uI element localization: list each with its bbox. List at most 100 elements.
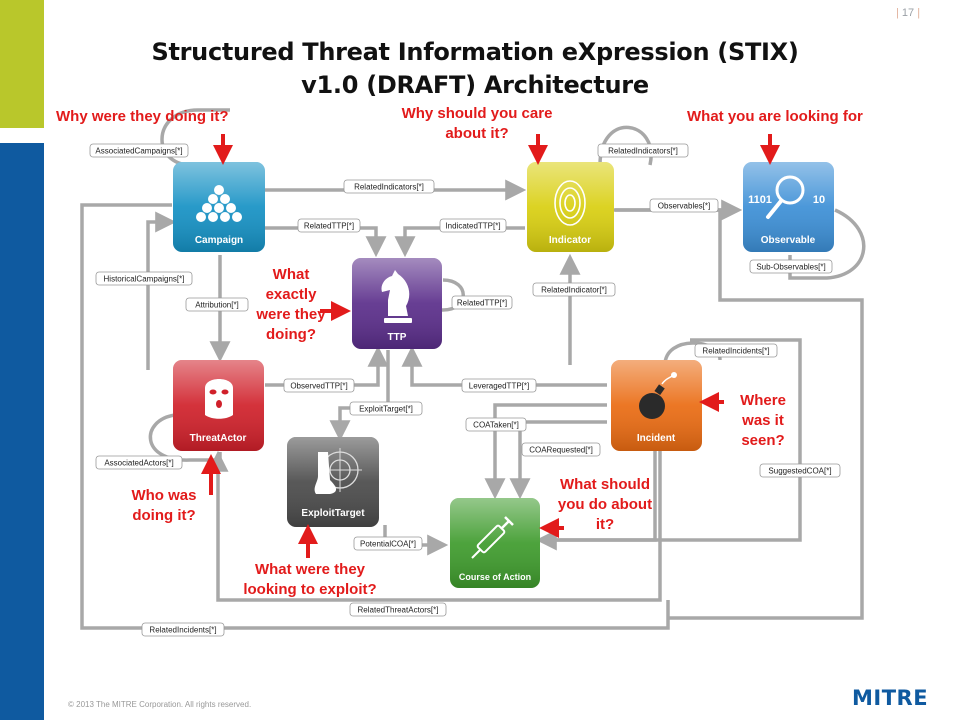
svg-text:AssociatedCampaigns[*]: AssociatedCampaigns[*] [95,147,182,156]
edge-label-related-ttp: RelatedTTP[*] [297,218,361,233]
fingerprint-icon [554,180,586,226]
edge-label-related-ttp-self: RelatedTTP[*] [451,295,513,310]
node-campaign: Campaign [173,162,265,252]
svg-text:COARequested[*]: COARequested[*] [529,446,593,455]
question-threat-actor: Who was doing it? [116,486,212,526]
chess-knight-icon [381,270,412,323]
balaclava-icon [205,379,233,419]
question-threat-actor-line-1: Who was [131,487,197,504]
edge-label-related-threat-actors: RelatedThreatActors[*] [349,602,447,617]
question-incident: Where was it seen? [728,391,798,451]
node-ttp: TTP [352,258,442,349]
question-indicator-line-2: about it? [445,125,509,142]
question-threat-actor-line-2: doing it? [132,507,196,524]
edge-label-exploit-target: ExploitTarget[*] [349,401,423,416]
question-ttp: What exactly were they doing? [236,265,346,345]
edge-label-associated-campaigns: AssociatedCampaigns[*] [89,143,189,158]
svg-text:SuggestedCOA[*]: SuggestedCOA[*] [768,467,831,476]
edge-label-related-indicators-top: RelatedIndicators[*] [597,143,689,158]
question-incident-line-3: seen? [741,432,785,449]
edge-label-historical-campaigns: HistoricalCampaigns[*] [95,271,193,286]
edge-label-related-indicators: RelatedIndicators[*] [343,179,435,194]
edge-label-leveraged-ttp: LeveragedTTP[*] [461,378,537,393]
edge-label-observables: Observables[*] [649,198,719,213]
bomb-icon [639,372,677,419]
node-course-of-action-label: Course of Action [459,572,531,582]
edge-sub-observables [788,208,866,280]
magnifier-icon: 1101 10 [748,175,825,219]
edge-label-related-indicator: RelatedIndicator[*] [532,282,616,297]
node-observable-label: Observable [761,235,816,246]
svg-text:ObservedTTP[*]: ObservedTTP[*] [290,382,347,391]
syringe-icon [471,516,514,559]
edge-label-suggested-coa: SuggestedCOA[*] [759,463,841,478]
node-incident-label: Incident [637,433,676,444]
edge-coa-taken [484,403,607,500]
edge-label-potential-coa: PotentialCOA[*] [353,536,423,551]
edge-label-indicated-ttp: IndicatedTTP[*] [439,218,507,233]
edge-label-group: AssociatedCampaigns[*] RelatedIndicators… [89,143,841,637]
edge-exploit-target [329,350,390,442]
page-title: Structured Threat Information eXpression… [90,36,860,102]
mitre-logo: MITRE [852,686,929,710]
question-coa-line-1: What should [560,476,650,493]
question-ttp-line-1: What [272,266,310,283]
svg-text:PotentialCOA[*]: PotentialCOA[*] [360,540,416,549]
question-pointer-arrows [201,134,780,558]
svg-text:ExploitTarget[*]: ExploitTarget[*] [359,405,413,414]
edge-leveraged-ttp [401,345,607,387]
edge-label-related-incidents-bottom: RelatedIncidents[*] [141,622,225,637]
question-course-of-action: What should you do about it? [540,475,670,535]
question-incident-line-1: Where [740,392,786,409]
question-exploit-line-1: What were they [254,561,366,578]
question-campaign: Why were they doing it? [56,108,229,125]
node-observable: 1101 10 Observable [743,162,834,252]
edge-related-threat-actors [207,450,662,602]
accent-bar-blue [0,143,44,720]
svg-text:RelatedIndicators[*]: RelatedIndicators[*] [608,147,678,156]
page-number: | 17 | [896,7,921,19]
node-exploit-target: ExploitTarget [287,437,379,527]
question-ttp-line-4: doing? [266,326,316,343]
svg-text:1101: 1101 [748,194,772,206]
node-campaign-label: Campaign [195,235,243,246]
node-group: Campaign Indicator 1101 10 Observable [173,162,834,588]
edge-label-sub-observables: Sub-Observables[*] [749,259,833,274]
svg-text:RelatedTTP[*]: RelatedTTP[*] [304,222,354,231]
svg-text:RelatedIncidents[*]: RelatedIncidents[*] [149,626,216,635]
node-course-of-action: Course of Action [450,498,540,588]
svg-text:AssociatedActors[*]: AssociatedActors[*] [104,459,173,468]
svg-text:RelatedIndicator[*]: RelatedIndicator[*] [541,286,607,295]
question-coa-line-3: it? [595,516,615,533]
svg-text:RelatedThreatActors[*]: RelatedThreatActors[*] [358,606,439,615]
question-indicator: Why should you care about it? [372,104,582,144]
title-line-2: v1.0 (DRAFT) Architecture [301,71,649,99]
edge-label-related-incidents: RelatedIncidents[*] [694,343,778,358]
question-observable: What you are looking for [687,108,863,125]
edge-suggested-coa-outer [545,338,802,542]
edge-label-coa-taken: COATaken[*] [465,417,527,432]
accent-bar-green [0,0,44,128]
svg-text:Attribution[*]: Attribution[*] [195,301,239,310]
question-ttp-line-2: exactly [265,286,317,303]
question-exploit-line-2: looking to exploit? [243,581,377,598]
edge-historical-campaigns [146,211,177,370]
question-exploit-target: What were they looking to exploit? [222,560,398,600]
node-threat-actor: ThreatActor [173,360,264,451]
node-incident: Incident [611,360,702,451]
svg-text:Observables[*]: Observables[*] [658,202,710,211]
svg-text:RelatedIncidents[*]: RelatedIncidents[*] [702,347,769,356]
campaign-icon [196,185,242,222]
edge-label-associated-actors: AssociatedActors[*] [95,455,183,470]
node-ttp-label: TTP [388,332,407,343]
svg-text:IndicatedTTP[*]: IndicatedTTP[*] [445,222,500,231]
copyright-footer: © 2013 The MITRE Corporation. All rights… [68,700,252,709]
svg-text:COATaken[*]: COATaken[*] [473,421,519,430]
question-indicator-line-1: Why should you care [401,105,553,122]
svg-text:RelatedIndicators[*]: RelatedIndicators[*] [354,183,424,192]
question-coa-line-2: you do about [557,496,653,513]
svg-text:HistoricalCampaigns[*]: HistoricalCampaigns[*] [104,275,185,284]
edge-label-observed-ttp: ObservedTTP[*] [283,378,355,393]
edge-associated-actors [148,413,222,462]
